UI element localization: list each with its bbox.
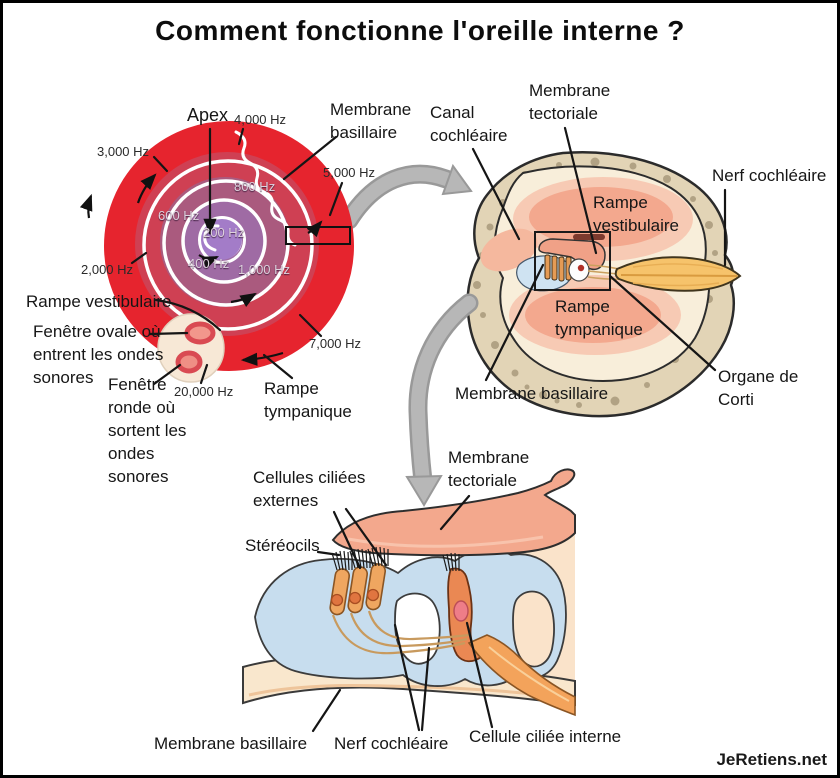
freq-800: 800 Hz: [234, 179, 276, 194]
cochlea-spiral-illustration: [79, 121, 354, 386]
sound-wave-line: [234, 130, 297, 247]
cross-section-zoom-rectangle: [534, 231, 611, 291]
label-fenetre-ronde: Fenêtre ronde où sortent les ondes sonor…: [108, 375, 187, 486]
label-rampe-tympanique-spiral: Rampe tympanique: [264, 379, 352, 421]
label-membrane-tectoriale-cs: Membrane tectoriale: [529, 81, 611, 123]
inner-hair-cell-nucleus: [453, 600, 469, 622]
freq-1000: 1,000 Hz: [238, 262, 291, 277]
label-canal-cochleaire: Canal cochléaire: [430, 103, 508, 145]
spiral-leader-lines: [130, 127, 344, 386]
label-rampe-vestibulaire-spiral: Rampe vestibulaire: [26, 292, 172, 311]
watermark: JeRetiens.net: [716, 750, 827, 769]
label-cellule-ciliee-interne: Cellule ciliée interne: [469, 727, 622, 746]
freq-400: 400 Hz: [188, 256, 230, 271]
label-membrane-basillaire-spiral: Membrane basillaire: [330, 100, 412, 142]
label-membrane-basillaire-cs: Membrane basillaire: [455, 384, 609, 403]
rampe-tympanique-chamber-core: [525, 287, 661, 343]
spiral-zoom-rectangle: [285, 226, 351, 245]
freq-5000: 5,000 Hz: [323, 165, 376, 180]
label-cellules-ciliees-externes: Cellules ciliées externes: [253, 468, 366, 510]
diagram-artwork: [79, 121, 742, 733]
freq-7000: 7,000 Hz: [309, 336, 362, 351]
label-membrane-basillaire-detail: Membrane basillaire: [154, 734, 308, 753]
label-apex: Apex: [187, 105, 229, 125]
arrow-cross-section-to-detail: [405, 293, 479, 507]
fenetre-ronde-shape: [175, 350, 203, 374]
label-rampe-tympanique-cs: Rampe tympanique: [555, 297, 643, 339]
freq-20000: 20,000 Hz: [174, 384, 234, 399]
organ-of-corti-detail-illustration: [242, 468, 576, 733]
cochlea-cross-section-illustration: [466, 126, 742, 418]
nerve-fibres: [331, 610, 470, 655]
canal-cochleaire-chamber: [480, 228, 538, 272]
sound-path-arrows: [79, 173, 323, 366]
detail-leader-lines: [311, 494, 494, 733]
cochlear-nerve-shape: [614, 256, 742, 292]
freq-2000: 2,000 Hz: [81, 262, 134, 277]
freq-200: 200 Hz: [203, 225, 245, 240]
organ-of-corti-mini: [516, 234, 629, 292]
freq-600: 600 Hz: [158, 208, 200, 223]
freq-4000: 4,000 Hz: [234, 112, 287, 127]
label-stereocils: Stéréocils: [245, 536, 320, 555]
label-organe-de-corti: Organe de Corti: [718, 367, 799, 409]
nerve-bundle-shape: [467, 634, 576, 717]
label-membrane-tectoriale-detail: Membrane tectoriale: [448, 448, 530, 490]
label-fenetre-ovale: Fenêtre ovale où entrent les ondes sonor…: [33, 322, 164, 387]
fenetre-ovale-shape: [184, 321, 216, 345]
nerve-bundle-highlight: [488, 646, 570, 702]
label-nerf-cochleaire-detail: Nerf cochléaire: [334, 734, 449, 753]
arrow-spiral-to-cross-section: [339, 163, 473, 230]
label-rampe-vestibulaire-cs: Rampe vestibulaire: [593, 193, 679, 235]
cross-section-leader-lines: [471, 126, 727, 382]
freq-3000: 3,000 Hz: [97, 144, 150, 159]
label-nerf-cochleaire-cs: Nerf cochléaire: [712, 166, 827, 185]
page-title: Comment fonctionne l'oreille interne ?: [155, 15, 685, 46]
outer-hair-cells: [329, 563, 387, 616]
